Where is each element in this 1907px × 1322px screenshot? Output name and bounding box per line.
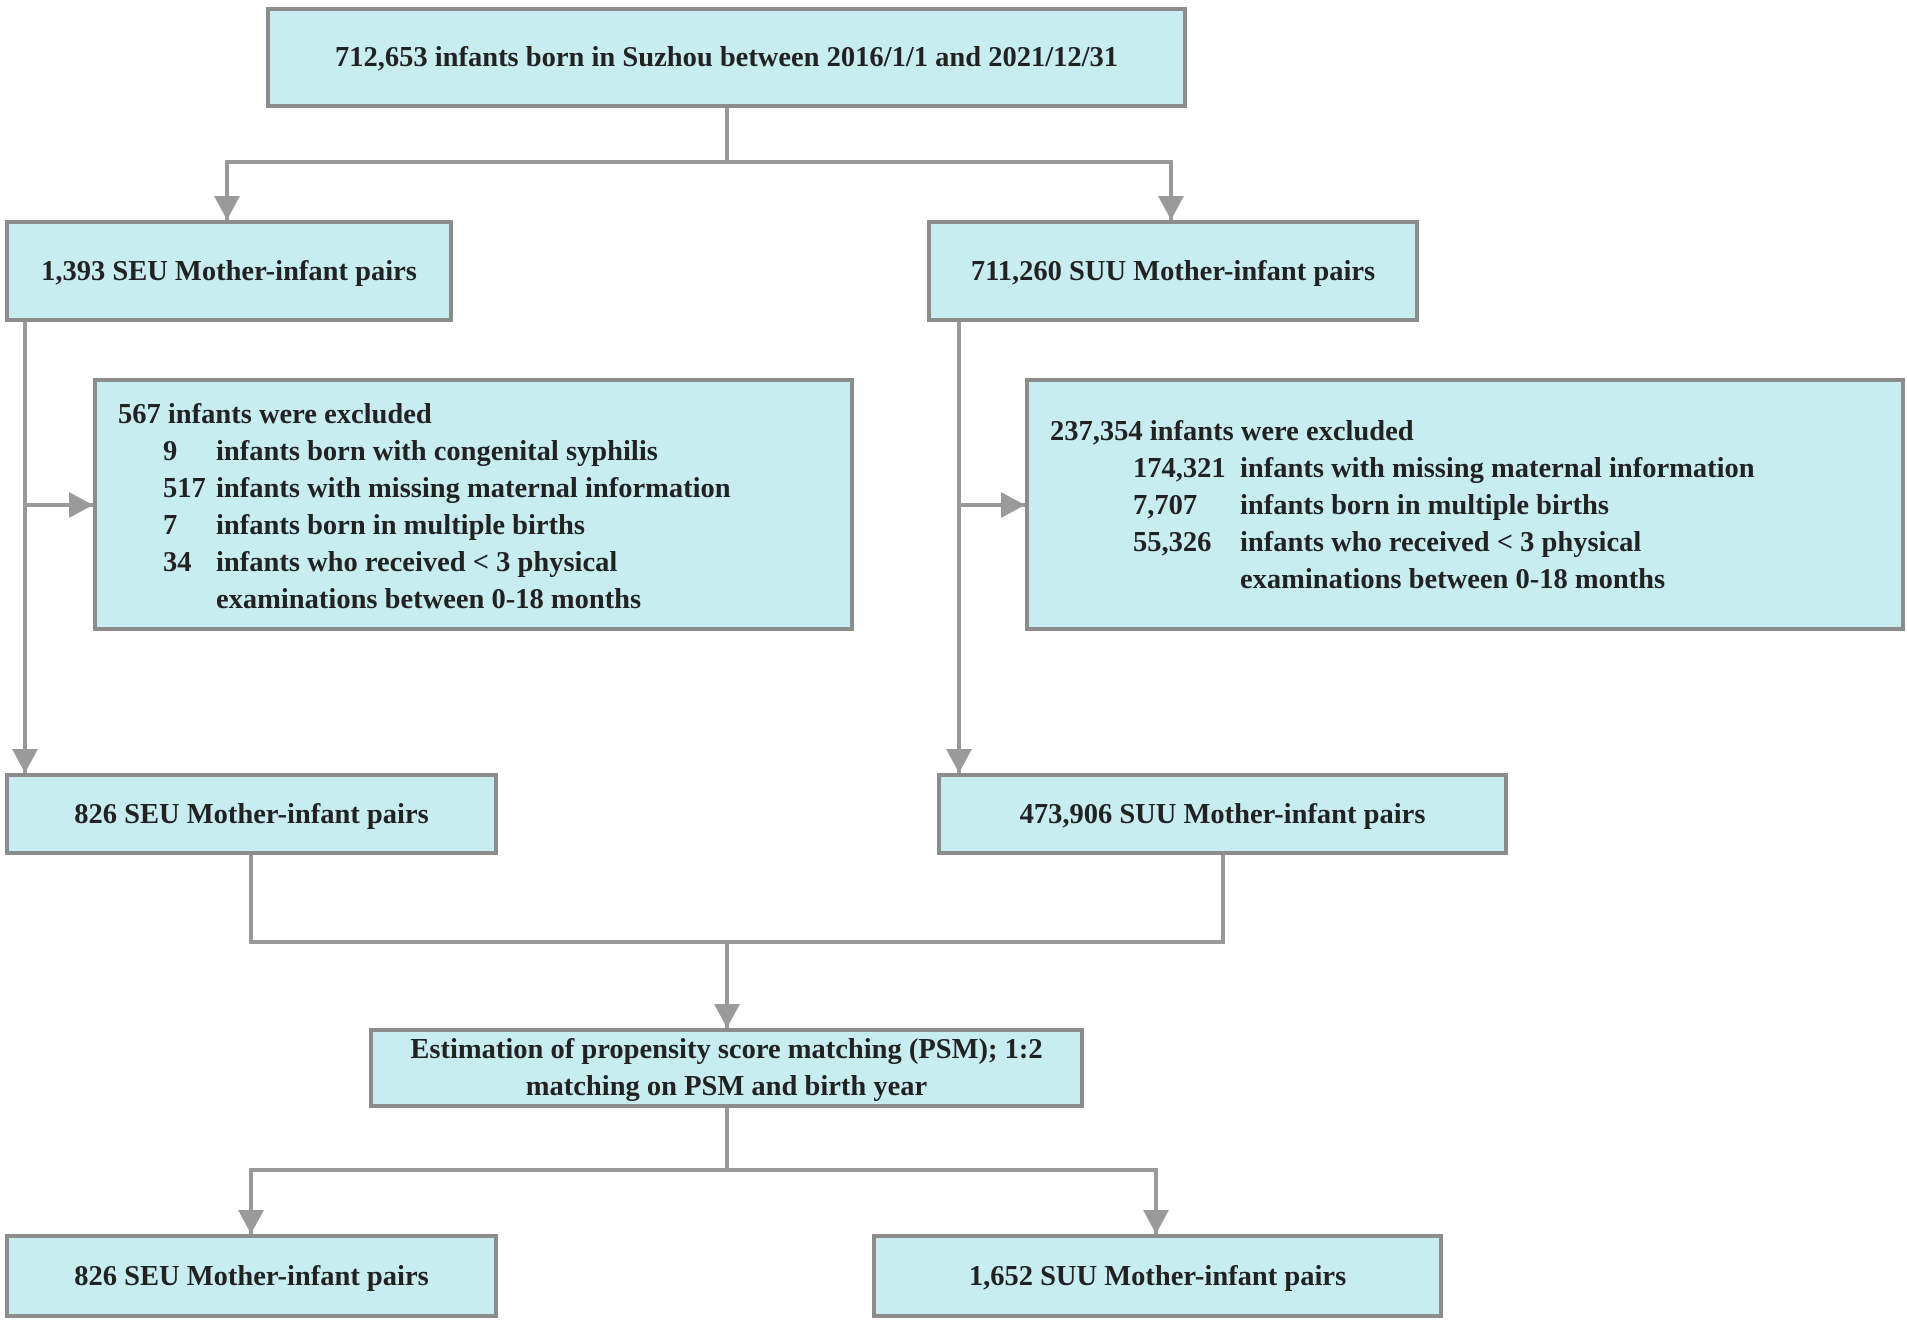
suu-exclusion-heading: 237,354 infants were excluded <box>1050 416 1414 447</box>
total-births-text: 712,653 infants born in Suzhou between 2… <box>334 42 1119 73</box>
suu-final-box: 1,652 SUU Mother-infant pairs <box>872 1234 1443 1318</box>
suu-after-exclusion-box: 473,906 SUU Mother-infant pairs <box>937 773 1508 855</box>
exclusion-count: 7 <box>163 510 178 541</box>
seu-exclusion-heading: 567 infants were excluded <box>118 399 432 430</box>
exclusion-count: 55,326 <box>1133 527 1212 558</box>
psm-text-line-1: Estimation of propensity score matching … <box>410 1034 1043 1065</box>
psm-text-line-2: matching on PSM and birth year <box>525 1071 928 1102</box>
exclusion-count: 34 <box>163 547 192 578</box>
seu-final-text: 826 SEU Mother-infant pairs <box>74 1260 429 1292</box>
suu-after-exclusion-text: 473,906 SUU Mother-infant pairs <box>1019 798 1426 830</box>
exclusion-count: 7,707 <box>1133 490 1198 521</box>
exclusion-reason: infants with missing maternal informatio… <box>216 473 731 504</box>
suu-exclusion-box: 237,354 infants were excluded 174,321 in… <box>1025 378 1905 631</box>
exclusion-reason: examinations between 0-18 months <box>1240 564 1666 595</box>
exclusion-count: 174,321 <box>1133 453 1226 484</box>
suu-initial-text: 711,260 SUU Mother-infant pairs <box>970 255 1376 287</box>
exclusion-reason: examinations between 0-18 months <box>216 584 642 615</box>
exclusion-reason: infants born in multiple births <box>216 510 585 541</box>
seu-final-box: 826 SEU Mother-infant pairs <box>5 1234 498 1318</box>
exclusion-reason: infants born with congenital syphilis <box>216 436 658 467</box>
suu-final-text: 1,652 SUU Mother-infant pairs <box>968 1260 1347 1292</box>
seu-exclusion-box: 567 infants were excluded 9 infants born… <box>93 378 854 631</box>
seu-initial-box: 1,393 SEU Mother-infant pairs <box>5 220 453 322</box>
seu-after-exclusion-box: 826 SEU Mother-infant pairs <box>5 773 498 855</box>
total-births-box: 712,653 infants born in Suzhou between 2… <box>266 7 1187 108</box>
exclusion-reason: infants born in multiple births <box>1240 490 1609 521</box>
exclusion-count: 9 <box>163 436 178 467</box>
exclusion-reason: infants who received < 3 physical <box>1240 527 1642 558</box>
exclusion-reason: infants with missing maternal informatio… <box>1240 453 1755 484</box>
seu-after-exclusion-text: 826 SEU Mother-infant pairs <box>74 798 429 830</box>
exclusion-count: 517 <box>163 473 206 504</box>
seu-initial-text: 1,393 SEU Mother-infant pairs <box>41 255 417 287</box>
exclusion-reason: infants who received < 3 physical <box>216 547 618 578</box>
suu-initial-box: 711,260 SUU Mother-infant pairs <box>927 220 1419 322</box>
psm-box: Estimation of propensity score matching … <box>369 1028 1084 1108</box>
